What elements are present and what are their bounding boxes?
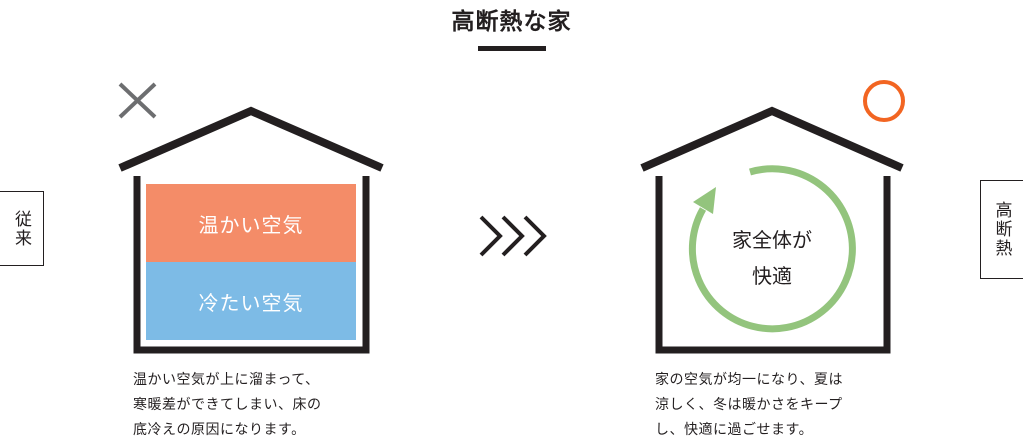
caption-line: 家の空気が均一になり、夏は: [655, 372, 843, 388]
comfort-label: 家全体が 快適: [712, 222, 832, 294]
insulated-caption: 家の空気が均一になり、夏は 涼しく、冬は暖かさをキープ し、快適に過ごせます。: [655, 368, 905, 443]
caption-line: 寒暖差ができてしまい、床の: [133, 397, 322, 413]
caption-line: 涼しく、冬は暖かさをキープ: [655, 397, 843, 413]
warm-air-label: 温かい空気: [198, 212, 304, 237]
insulated-house-outline: [640, 106, 904, 354]
cold-air-zone: 冷たい空気: [146, 262, 356, 340]
page-title: 高断熱な家: [451, 9, 572, 35]
cross-icon: [118, 82, 157, 119]
caption-line: 温かい空気が上に溜まって、: [133, 372, 320, 388]
comfort-label-line: 快適: [752, 264, 792, 288]
caption-line: し、快適に過ごせます。: [655, 422, 814, 438]
warm-air-zone: 温かい空気: [146, 184, 356, 262]
caption-line: 底冷えの原因になります。: [133, 422, 306, 438]
title-underline: [478, 46, 546, 51]
circle-icon: [863, 80, 905, 122]
circulation-arrow-icon: [688, 165, 856, 333]
conventional-caption: 温かい空気が上に溜まって、 寒暖差ができてしまい、床の 底冷えの原因になります。: [133, 368, 383, 443]
comfort-label-line: 家全体が: [732, 228, 812, 252]
conventional-side-label: 従来: [0, 191, 44, 266]
cold-air-label: 冷たい空気: [198, 290, 304, 315]
insulated-side-label: 高断熱: [980, 180, 1023, 279]
chevrons-right-icon: [479, 215, 547, 257]
conventional-house-outline: [118, 106, 384, 354]
